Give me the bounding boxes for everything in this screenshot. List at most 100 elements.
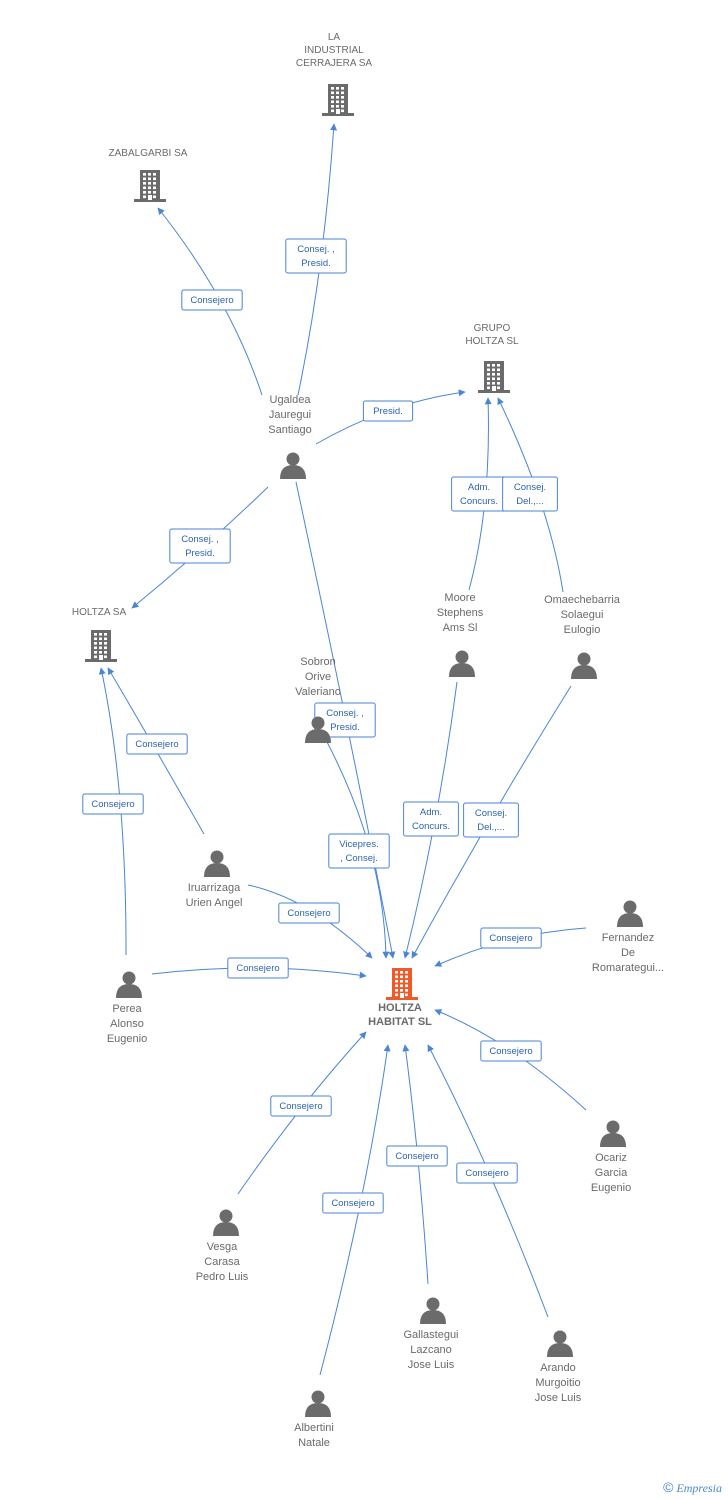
edge-label-text: Del.,... [477,822,504,833]
edge-label-text: Presid. [301,258,331,269]
edge-role-label[interactable]: Consejero [456,1162,518,1184]
edge-role-label[interactable]: Consejero [386,1145,448,1167]
person-icon [449,650,475,677]
person-icon [213,1209,239,1236]
node-label-line: Solaegui [561,609,604,621]
edge-label-text: Consej. , [181,534,219,545]
edge-role-label[interactable]: Adm.Concurs. [403,801,459,837]
node-label-line: Iruarrizaga [188,882,241,894]
edge-label-text: Consej. , [297,244,335,255]
edge-role-label[interactable]: Consejero [227,957,289,979]
node-label: HOLTZA SA [72,607,127,618]
node-label-line: Orive [305,671,331,683]
node-label-line: Carasa [204,1256,240,1268]
edge-label-box [278,902,340,924]
edge-label-text: Consejero [236,963,279,974]
node-label-line: Albertini [294,1422,334,1434]
edge-label-text: Consejero [395,1151,438,1162]
edge-role-label[interactable]: Consejero [270,1095,332,1117]
edge-role-label[interactable]: Consejero [480,1040,542,1062]
edge-role-label[interactable]: Consejero [322,1192,384,1214]
edge-label-text: Consejero [91,799,134,810]
edge-label-text: Consejero [489,933,532,944]
company-node-holtza-sa[interactable]: HOLTZA SA [72,607,127,662]
company-node-center[interactable]: HOLTZA HABITAT SL [368,968,432,1028]
building-icon [386,968,418,1000]
node-label-line: Alonso [110,1018,144,1030]
edge-label-box [328,833,390,869]
person-icon [617,900,643,927]
node-label-line: Fernandez [602,932,655,944]
edge-label-text: Consejero [331,1198,374,1209]
edge-label-text: Adm. [468,482,490,493]
edge-role-label[interactable]: Consej. ,Presid. [314,702,376,738]
copyright-symbol: © [663,1479,674,1495]
edge-label-text: Adm. [420,807,442,818]
footer-brand: ©Empresia [663,1479,722,1496]
edge-role-label[interactable]: Vicepres., Consej. [328,833,390,869]
node-label-line: ZABALGARBI SA [109,148,188,159]
company-node-zabalgarbi[interactable]: ZABALGARBI SA [109,148,188,202]
node-label-line: Ocariz [595,1152,627,1164]
edge-label-text: Presid. [373,406,403,417]
node-label-line: Urien Angel [186,897,243,909]
edge-label-text: Consejero [279,1101,322,1112]
edge-label-text: Presid. [185,548,215,559]
edge-label-text: Consejero [287,908,330,919]
node-label-line: Pedro Luis [196,1271,249,1283]
edge-label-box [463,802,519,838]
node-label-line: HABITAT SL [368,1016,432,1028]
edge-label-box [169,528,231,564]
edge-label-box [502,476,558,512]
edge-role-label[interactable]: Consejero [480,927,542,949]
edge-role-label[interactable]: Consejero [82,793,144,815]
node-label-line: Arando [540,1362,575,1374]
edge-label-text: Consejero [465,1168,508,1179]
edge-role-label[interactable]: Presid. [362,400,414,422]
node-label-line: Jose Luis [535,1392,582,1404]
node-label-line: HOLTZA [378,1002,422,1014]
edge-role-label[interactable]: Consej. , Presid. [285,238,347,274]
edge-role-label[interactable]: Consej.Del.,... [502,476,558,512]
edge-label-box [126,733,188,755]
node-label-line: Eugenio [107,1033,147,1045]
edge-label-text: Consej. [475,808,507,819]
node-label-line: De [621,947,635,959]
node-label-line: Moore [444,592,475,604]
edge-role-label[interactable]: Consejero [278,902,340,924]
edge-label-box [82,793,144,815]
node-label-line: Ugaldea [270,394,312,406]
node-label-line: GRUPO [474,323,511,334]
edge-role-label[interactable]: Consejero [181,289,243,311]
edge-role-label[interactable]: Adm.Concurs. [451,476,507,512]
edge-role-label[interactable]: Consejero [126,733,188,755]
building-icon [85,630,117,662]
edge-label-box [181,289,243,311]
node-label-line: Ams Sl [443,622,478,634]
edge-ugaldea-to-center [295,481,396,959]
edge-label-box [403,801,459,837]
edge-role-label[interactable]: Consej. , Presid. [169,528,231,564]
person-icon [547,1330,573,1357]
node-label-line: Vesga [207,1241,238,1253]
node-label-line: LA [328,32,341,43]
edge-role-label[interactable]: Consej. Del.,... [463,802,519,838]
